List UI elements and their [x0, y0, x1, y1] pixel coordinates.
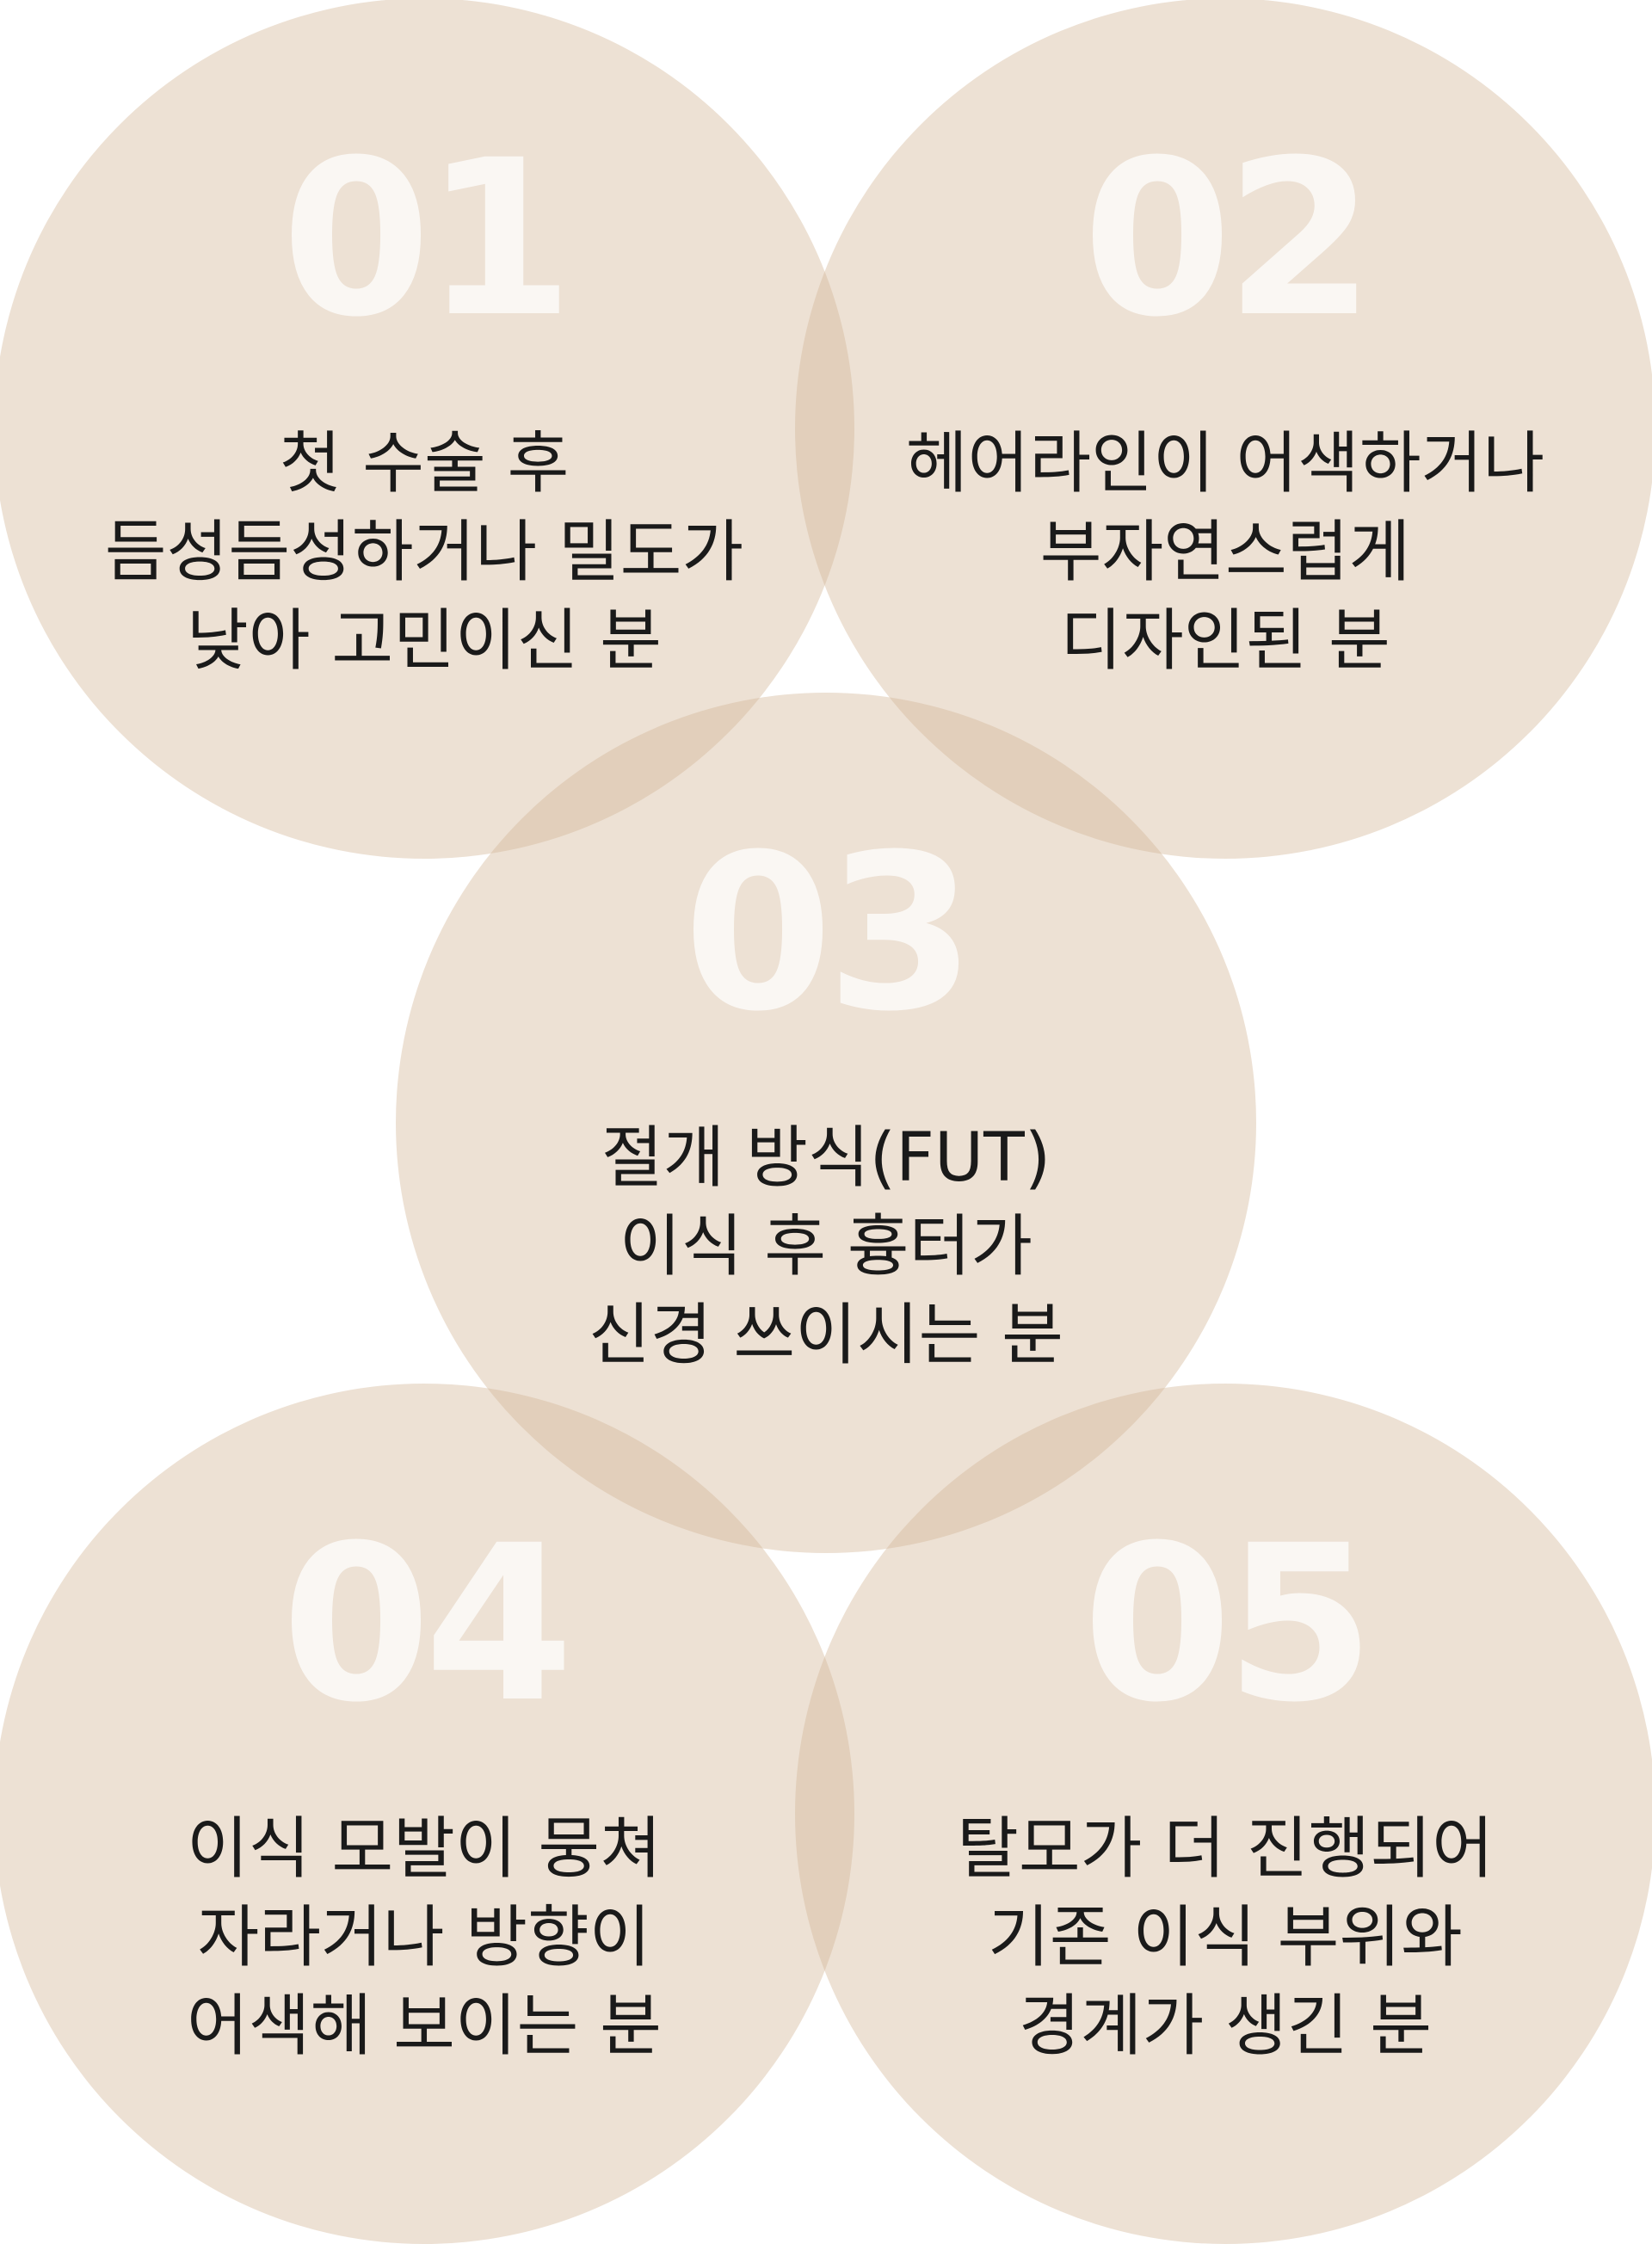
circle-item-03: 03 절개 방식(FUT) 이식 후 흉터가 신경 쓰이시는 분 — [396, 693, 1256, 1553]
description-line: 디자인된 분 — [1060, 602, 1390, 680]
item-number: 01 — [281, 114, 574, 364]
item-number: 02 — [1082, 114, 1375, 364]
description-line: 낮아 고민이신 분 — [187, 602, 662, 680]
description-line: 어색해 보이는 분 — [187, 1988, 662, 2065]
description-line: 탈모가 더 진행되어 — [957, 1810, 1494, 1888]
item-number: 03 — [683, 808, 976, 1058]
item-description: 헤어라인이 어색하거나 부자연스럽게 디자인된 분 — [829, 420, 1621, 686]
description-line: 첫 수술 후 — [279, 425, 570, 502]
description-line: 신경 쓰이시는 분 — [589, 1297, 1063, 1374]
item-description: 탈모가 더 진행되어 기존 이식 부위와 경계가 생긴 분 — [829, 1805, 1621, 2071]
item-description: 절개 방식(FUT) 이식 후 흉터가 신경 쓰이시는 분 — [430, 1114, 1222, 1380]
item-number: 05 — [1082, 1499, 1375, 1749]
item-description: 이식 모발이 뭉쳐 자라거나 방향이 어색해 보이는 분 — [28, 1805, 820, 2071]
item-description: 첫 수술 후 듬성듬성하거나 밀도가 낮아 고민이신 분 — [28, 420, 820, 686]
circle-item-02: 02 헤어라인이 어색하거나 부자연스럽게 디자인된 분 — [795, 0, 1652, 859]
description-line: 듬성듬성하거나 밀도가 — [104, 514, 744, 591]
description-line: 자라거나 방향이 — [197, 1899, 651, 1976]
description-line: 이식 모발이 뭉쳐 — [187, 1810, 662, 1888]
circle-item-04: 04 이식 모발이 뭉쳐 자라거나 방향이 어색해 보이는 분 — [0, 1384, 854, 2244]
description-line: 부자연스럽게 — [1039, 514, 1411, 591]
circle-item-01: 01 첫 수술 후 듬성듬성하거나 밀도가 낮아 고민이신 분 — [0, 0, 854, 859]
circle-item-05: 05 탈모가 더 진행되어 기존 이식 부위와 경계가 생긴 분 — [795, 1384, 1652, 2244]
description-line: 경계가 생긴 분 — [1018, 1988, 1433, 2065]
item-number: 04 — [281, 1499, 574, 1749]
description-line: 헤어라인이 어색하거나 — [905, 425, 1545, 502]
description-line: 절개 방식(FUT) — [601, 1119, 1051, 1197]
description-line: 기존 이식 부위와 — [988, 1899, 1463, 1976]
description-line: 이식 후 흉터가 — [619, 1208, 1033, 1285]
